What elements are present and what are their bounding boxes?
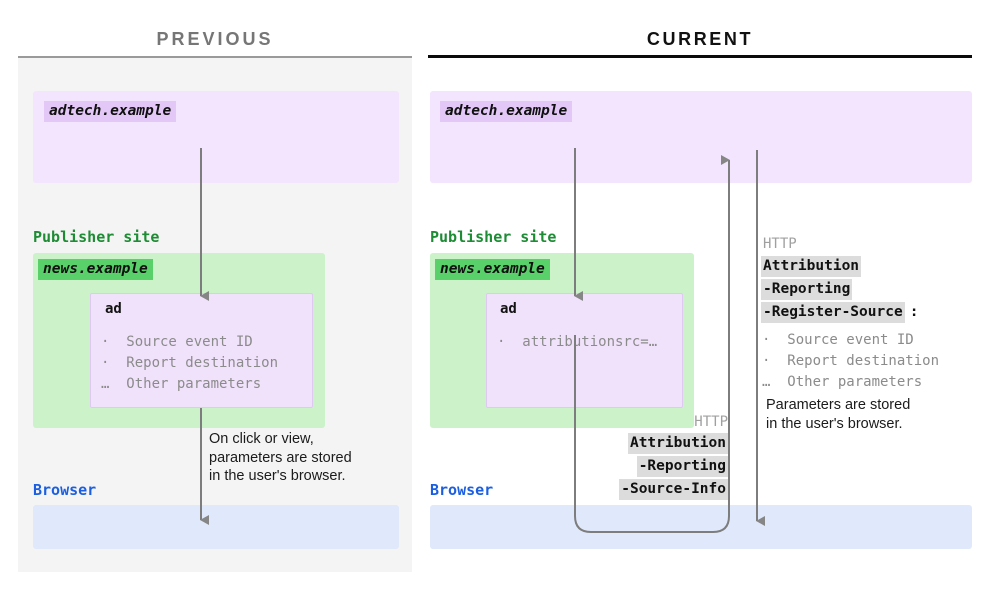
current-ad-title: ad (500, 301, 517, 317)
header-colon: : (909, 304, 919, 320)
current-source-info-http-word: HTTP (694, 414, 728, 430)
current-note: Parameters are stored in the user's brow… (766, 397, 911, 432)
current-browser-region (430, 505, 972, 549)
current-browser-heading: Browser (430, 481, 494, 499)
previous-note: On click or view, parameters are stored … (209, 431, 352, 484)
header-segment: -Reporting (636, 456, 728, 477)
column-title-previous: PREVIOUS (156, 29, 274, 49)
previous-publisher-heading: Publisher site (33, 228, 160, 246)
previous-adtech-label: adtech.example (44, 101, 177, 122)
current-source-info-header: Attribution -Reporting -Source-Info (528, 433, 728, 502)
previous-ad-title: ad (105, 301, 122, 317)
previous-publisher-label: news.example (38, 259, 153, 280)
header-segment: -Register-Source (761, 302, 905, 323)
current-ad-params: · attributionsrc=… (497, 334, 658, 350)
current-publisher-heading: Publisher site (430, 228, 557, 246)
current-adtech-label: adtech.example (440, 101, 573, 122)
header-segment: -Source-Info (619, 479, 728, 500)
column-rule-previous (18, 56, 412, 58)
header-segment: -Reporting (761, 279, 853, 300)
previous-browser-region (33, 505, 399, 549)
column-rule-current (428, 55, 972, 58)
current-register-source-header: Attribution -Reporting -Register-Source: (761, 256, 918, 325)
current-register-source-http-word: HTTP (763, 236, 797, 252)
previous-browser-heading: Browser (33, 481, 97, 499)
header-segment: Attribution (761, 256, 862, 277)
column-title-current: CURRENT (646, 29, 754, 49)
current-publisher-label: news.example (435, 259, 550, 280)
header-segment: Attribution (627, 433, 728, 454)
current-register-source-params: · Source event ID · Report destination …… (762, 332, 940, 390)
previous-ad-params: · Source event ID · Report destination …… (101, 334, 279, 392)
